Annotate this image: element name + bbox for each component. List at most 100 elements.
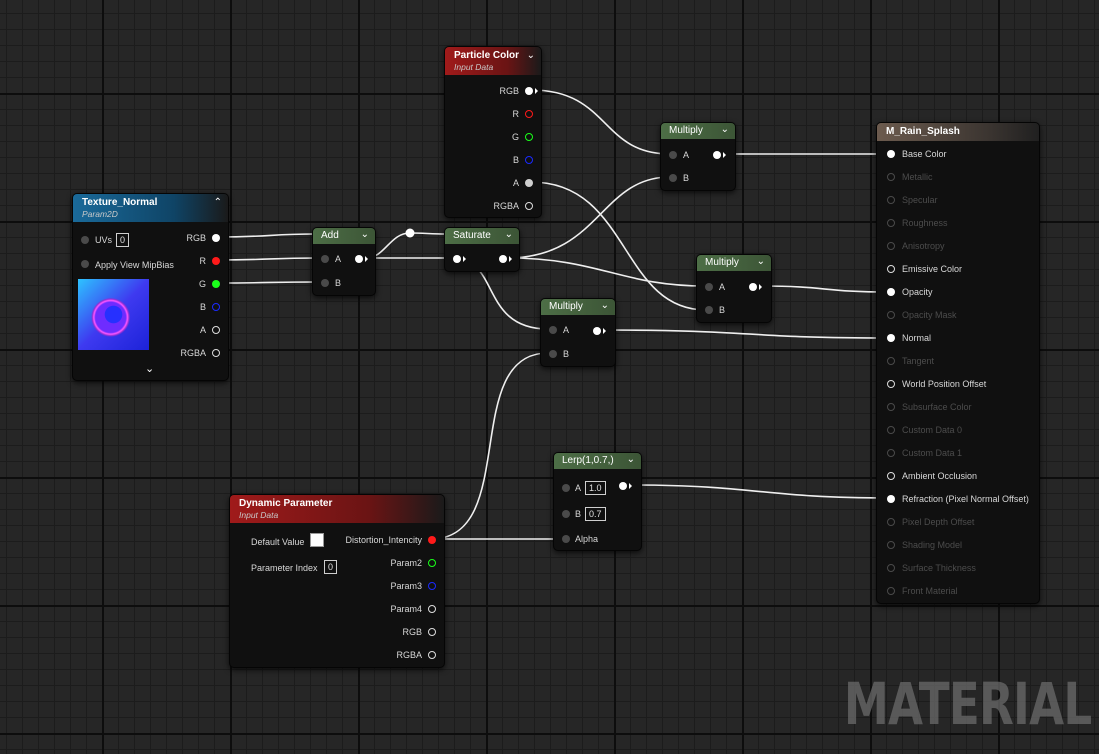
- input-pin-mipbias[interactable]: [81, 260, 89, 268]
- material-input-pin[interactable]: [887, 564, 895, 572]
- material-input-pin[interactable]: [887, 311, 895, 319]
- node-add[interactable]: Add ⌄ A B: [312, 227, 376, 296]
- material-input-pin[interactable]: [887, 357, 895, 365]
- material-input-pin[interactable]: [887, 288, 895, 296]
- input-pin-a[interactable]: [669, 151, 677, 159]
- output-pin-param3[interactable]: [428, 582, 436, 590]
- input-pin-a[interactable]: [549, 326, 557, 334]
- material-input-pin[interactable]: [887, 541, 895, 549]
- material-input-pin[interactable]: [887, 265, 895, 273]
- output-pin-rgb[interactable]: [212, 234, 220, 242]
- node-header[interactable]: M_Rain_Splash: [877, 123, 1039, 141]
- lerp-b-value-field[interactable]: 0.7: [585, 507, 606, 521]
- input-pin-a[interactable]: [705, 283, 713, 291]
- output-pin-rgba[interactable]: [212, 349, 220, 357]
- wire-mul3-normal: [600, 329, 891, 339]
- chevron-down-icon[interactable]: ⌄: [600, 300, 609, 311]
- material-input-label: Emissive Color: [902, 264, 963, 274]
- input-pin-b[interactable]: [562, 510, 570, 518]
- material-watermark: MATERIAL: [843, 670, 1091, 738]
- node-multiply-1[interactable]: Multiply ⌄ A B: [660, 122, 736, 191]
- material-input-label: Surface Thickness: [902, 563, 976, 573]
- node-dynamic-parameter[interactable]: Dynamic Parameter Input Data Default Val…: [229, 494, 445, 668]
- node-multiply-3[interactable]: Multiply ⌄ A B: [540, 298, 616, 367]
- node-header[interactable]: Texture_Normal Param2D ⌃: [73, 194, 228, 222]
- parameter-index-field[interactable]: 0: [324, 560, 338, 574]
- output-pin-distortion[interactable]: [428, 536, 436, 544]
- wire-pc-a-mul2-b: [530, 181, 707, 311]
- output-pin-r[interactable]: [525, 110, 533, 118]
- chevron-down-icon[interactable]: ⌄: [504, 229, 513, 240]
- lerp-a-value-field[interactable]: 1.0: [585, 481, 606, 495]
- material-input-pin[interactable]: [887, 472, 895, 480]
- default-value-color-swatch[interactable]: [310, 533, 324, 547]
- output-pin-r[interactable]: [212, 257, 220, 265]
- node-header[interactable]: Saturate ⌄: [445, 228, 519, 244]
- material-input-pin[interactable]: [887, 495, 895, 503]
- chevron-down-icon[interactable]: ⌄: [360, 229, 369, 240]
- output-pin[interactable]: [499, 255, 507, 263]
- node-header[interactable]: Multiply ⌄: [661, 123, 735, 139]
- node-lerp[interactable]: Lerp(1,0.7,) ⌄ A 1.0 B 0.7 Alpha: [553, 452, 642, 551]
- output-pin-a[interactable]: [525, 179, 533, 187]
- chevron-down-icon[interactable]: ⌄: [626, 454, 635, 465]
- output-pin-b[interactable]: [525, 156, 533, 164]
- node-multiply-2[interactable]: Multiply ⌄ A B: [696, 254, 772, 323]
- output-pin-rgb[interactable]: [428, 628, 436, 636]
- material-input-pin[interactable]: [887, 403, 895, 411]
- input-pin-a[interactable]: [562, 484, 570, 492]
- node-header[interactable]: Lerp(1,0.7,) ⌄: [554, 453, 641, 469]
- output-pin-param4[interactable]: [428, 605, 436, 613]
- input-pin-b[interactable]: [669, 174, 677, 182]
- material-input-pin[interactable]: [887, 196, 895, 204]
- material-input-pin[interactable]: [887, 449, 895, 457]
- output-pin-rgb[interactable]: [525, 87, 533, 95]
- output-pin[interactable]: [355, 255, 363, 263]
- node-header[interactable]: Multiply ⌄: [541, 299, 615, 315]
- input-pin[interactable]: [453, 255, 461, 263]
- input-pin-alpha[interactable]: [562, 535, 570, 543]
- output-pin-g[interactable]: [212, 280, 220, 288]
- node-header[interactable]: Multiply ⌄: [697, 255, 771, 271]
- output-pin-rgba[interactable]: [428, 651, 436, 659]
- chevron-down-icon[interactable]: ⌄: [756, 256, 765, 267]
- output-pin-rgba[interactable]: [525, 202, 533, 210]
- material-input-pin[interactable]: [887, 334, 895, 342]
- node-header[interactable]: Particle Color Input Data ⌄: [445, 47, 541, 75]
- material-input-label: Roughness: [902, 218, 948, 228]
- material-input-pin[interactable]: [887, 173, 895, 181]
- output-pin-b[interactable]: [212, 303, 220, 311]
- output-pin[interactable]: [619, 482, 627, 490]
- node-texture-normal[interactable]: Texture_Normal Param2D ⌃ UVs 0 Apply Vie…: [72, 193, 229, 381]
- material-input-pin[interactable]: [887, 150, 895, 158]
- node-header[interactable]: Dynamic Parameter Input Data: [230, 495, 444, 523]
- node-saturate[interactable]: Saturate ⌄: [444, 227, 520, 272]
- material-input-pin[interactable]: [887, 587, 895, 595]
- chevron-down-icon[interactable]: ⌄: [145, 363, 155, 375]
- input-pin-b[interactable]: [321, 279, 329, 287]
- material-input-pin[interactable]: [887, 518, 895, 526]
- wire-lerp-refraction: [628, 484, 891, 499]
- material-input-pin[interactable]: [887, 219, 895, 227]
- node-header[interactable]: Add ⌄: [313, 228, 375, 244]
- output-pin-param2[interactable]: [428, 559, 436, 567]
- input-pin-a[interactable]: [321, 255, 329, 263]
- input-pin-b[interactable]: [549, 350, 557, 358]
- output-pin[interactable]: [749, 283, 757, 291]
- material-input-pin[interactable]: [887, 242, 895, 250]
- material-input-pin[interactable]: [887, 426, 895, 434]
- material-input-pin[interactable]: [887, 380, 895, 388]
- output-pin-g[interactable]: [525, 133, 533, 141]
- output-pin[interactable]: [713, 151, 721, 159]
- uvs-field[interactable]: 0: [116, 233, 130, 247]
- output-pin[interactable]: [593, 327, 601, 335]
- output-pin-a[interactable]: [212, 326, 220, 334]
- node-particle-color[interactable]: Particle Color Input Data ⌄ RGB R G B A …: [444, 46, 542, 218]
- input-pin-uvs[interactable]: [81, 236, 89, 244]
- chevron-down-icon[interactable]: ⌄: [526, 50, 535, 61]
- chevron-up-icon[interactable]: ⌃: [213, 197, 222, 208]
- texture-preview-thumbnail[interactable]: [78, 279, 149, 350]
- input-pin-b[interactable]: [705, 306, 713, 314]
- chevron-down-icon[interactable]: ⌄: [720, 124, 729, 135]
